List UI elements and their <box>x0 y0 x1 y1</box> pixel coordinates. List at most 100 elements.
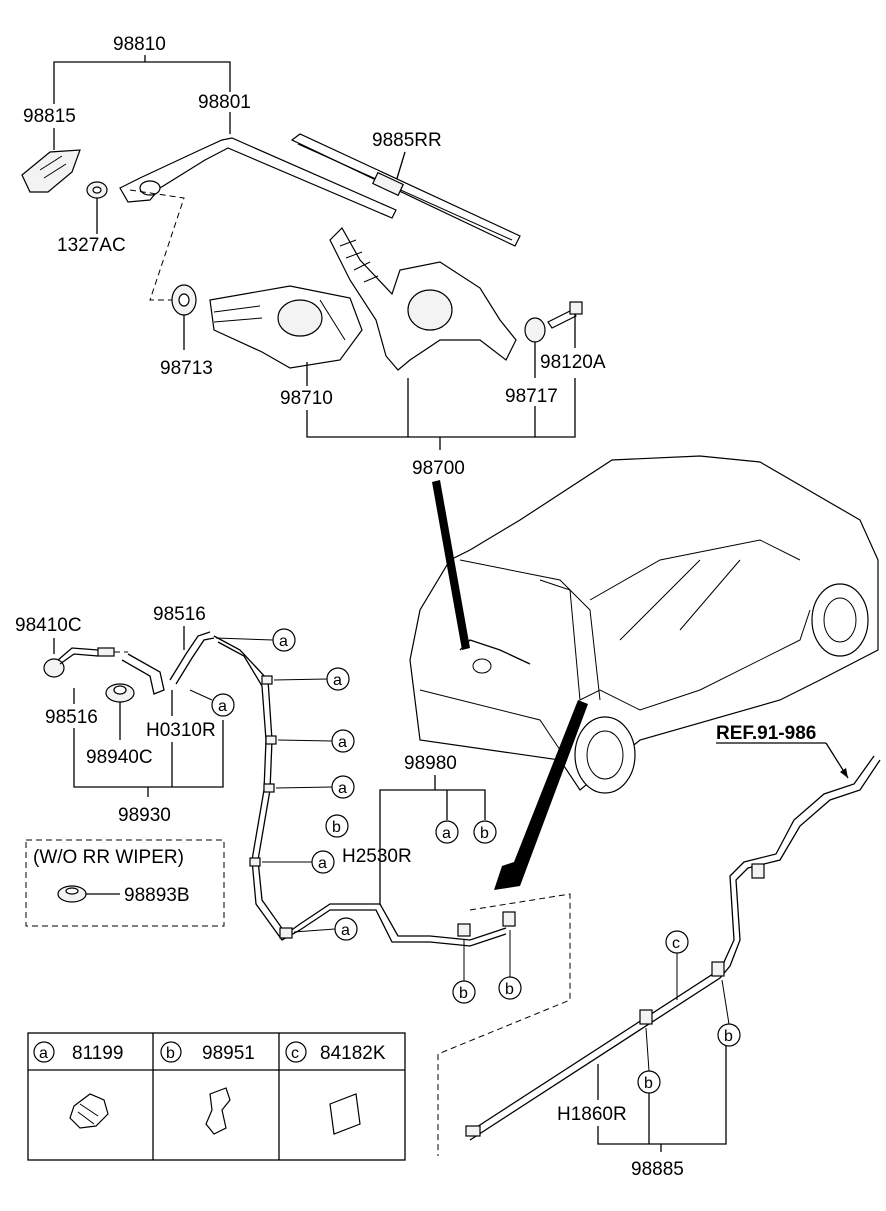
clip-a-3 <box>263 783 275 793</box>
callout-a-98980-letter: a <box>442 825 451 842</box>
car-door-lines <box>619 559 741 641</box>
label-98516-left[interactable]: 98516 <box>45 707 98 728</box>
clip-b-2 <box>502 911 516 927</box>
callout-b-3-arrow <box>721 979 730 1025</box>
washer-nozzle-group: 98410C 98516 98516 98940C H0310R 98930 a <box>15 604 235 826</box>
wo-rr-wiper-frame <box>25 839 225 927</box>
wiper-arm-pivot <box>139 180 161 196</box>
car-rear-wheel <box>574 716 636 794</box>
rear-washer-hose-ref <box>469 759 881 1141</box>
callout-a-h0310r-arrow <box>189 689 213 701</box>
wiper-arm <box>119 137 397 219</box>
bushing-98717 <box>524 317 546 343</box>
wo-rr-wiper-label[interactable]: (W/O RR WIPER) <box>33 847 184 868</box>
car-washer-hose-route <box>539 579 811 711</box>
label-98710[interactable]: 98710 <box>280 388 333 409</box>
legend-c-part[interactable]: 84182K <box>320 1043 386 1064</box>
legend-c-circle <box>285 1041 307 1063</box>
label-H0310R[interactable]: H0310R <box>146 720 216 741</box>
pointer-arrow-hose <box>494 700 588 890</box>
car-rear-hub <box>586 730 624 780</box>
hose-joint <box>751 863 765 879</box>
car-body <box>409 455 879 791</box>
assembly-axis-line <box>129 189 185 301</box>
label-98713[interactable]: 98713 <box>160 358 213 379</box>
legend-a-part[interactable]: 81199 <box>72 1043 123 1064</box>
legend-clip-98951 <box>205 1087 231 1135</box>
washer-hose-group: a a a a b a a 98980 a b H2530R b <box>213 628 571 1156</box>
leader-98810 <box>53 61 231 104</box>
legend-b-letter: b <box>166 1045 175 1062</box>
legend-b-part[interactable]: 98951 <box>202 1043 255 1064</box>
callout-a-h0310r[interactable] <box>211 693 235 717</box>
callout-a-98980[interactable] <box>435 820 459 844</box>
car-illustration <box>409 455 879 890</box>
wiper-assembly-group: 98810 98815 98801 1327AC 9885RR 98713 <box>21 34 606 479</box>
label-98120A[interactable]: 98120A <box>540 352 606 373</box>
ref-arrowhead <box>840 768 848 778</box>
legend-b-circle <box>160 1041 182 1063</box>
callout-a-4-letter: a <box>338 780 347 797</box>
label-98980[interactable]: 98980 <box>404 753 457 774</box>
leader-98885-bracket <box>597 1046 727 1145</box>
label-98885[interactable]: 98885 <box>631 1159 684 1180</box>
label-1327AC[interactable]: 1327AC <box>57 235 126 256</box>
callout-a-2-letter: a <box>333 672 342 689</box>
legend-tape-84182K <box>329 1093 361 1135</box>
label-98717[interactable]: 98717 <box>505 386 558 407</box>
callout-a-2-arrow <box>273 678 328 681</box>
legend-c-letter: c <box>291 1045 299 1062</box>
callout-a-5-letter: a <box>318 855 327 872</box>
callout-b-4-letter: b <box>644 1075 653 1092</box>
callout-a-3-letter: a <box>338 734 347 751</box>
callout-b-98980[interactable] <box>473 820 497 844</box>
callout-b-4-arrow <box>645 1027 650 1072</box>
callout-c-letter: c <box>672 935 680 952</box>
clip-a-4 <box>249 857 261 867</box>
bracket-gear <box>407 289 453 331</box>
wiper-motor-gear <box>277 299 323 337</box>
pointer-arrow-wiper <box>432 480 470 650</box>
car-emblem <box>472 658 492 674</box>
label-H2530R[interactable]: H2530R <box>342 846 412 867</box>
callout-a-1-letter: a <box>279 633 288 650</box>
label-98810[interactable]: 98810 <box>113 34 166 55</box>
label-98700[interactable]: 98700 <box>412 458 465 479</box>
callout-a-h0310r-letter: a <box>218 698 227 715</box>
legend-clip-81199-detail <box>77 1103 99 1125</box>
plug-98893B-top <box>65 887 79 895</box>
callout-a-4-arrow <box>275 786 333 789</box>
callout-a-3-arrow <box>277 739 333 742</box>
nozzle-98410C <box>43 658 65 678</box>
ref-hose-group: REF.91-986 c b b H1860R 98885 <box>465 723 881 1180</box>
grommet-98713-hole <box>178 293 190 307</box>
callout-b-floating[interactable] <box>325 814 349 838</box>
callout-b-2-letter: b <box>505 981 514 998</box>
clip-a-1 <box>261 675 273 685</box>
callout-a-1-arrow <box>215 637 274 641</box>
wo-rr-wiper-box: (W/O RR WIPER) 98893B <box>25 839 225 927</box>
ref-label[interactable]: REF.91-986 <box>716 723 816 744</box>
label-98410C[interactable]: 98410C <box>15 615 82 636</box>
leader-98700-bracket <box>306 378 576 438</box>
label-9885RR[interactable]: 9885RR <box>372 130 442 151</box>
car-tailgate-line <box>459 559 601 701</box>
label-98893B[interactable]: 98893B <box>124 885 190 906</box>
label-98930[interactable]: 98930 <box>118 805 171 826</box>
label-98801[interactable]: 98801 <box>198 92 251 113</box>
label-98940C[interactable]: 98940C <box>86 747 153 768</box>
legend-a-letter: a <box>39 1045 48 1062</box>
clip-a-5 <box>279 927 293 939</box>
nozzle-hose <box>57 647 99 665</box>
nut-1327AC-hole <box>92 186 102 194</box>
label-98815[interactable]: 98815 <box>23 106 76 127</box>
label-H1860R[interactable]: H1860R <box>557 1104 627 1125</box>
clip-b-3 <box>711 961 725 977</box>
washer-hose-main-inner <box>217 641 507 947</box>
legend-table: a 81199 b 98951 c 84182K <box>27 1032 406 1161</box>
wiper-blade-rubber <box>297 143 513 241</box>
label-98516-top[interactable]: 98516 <box>153 604 206 625</box>
car-side-window-line <box>589 539 801 601</box>
legend-clip-81199 <box>69 1093 109 1129</box>
